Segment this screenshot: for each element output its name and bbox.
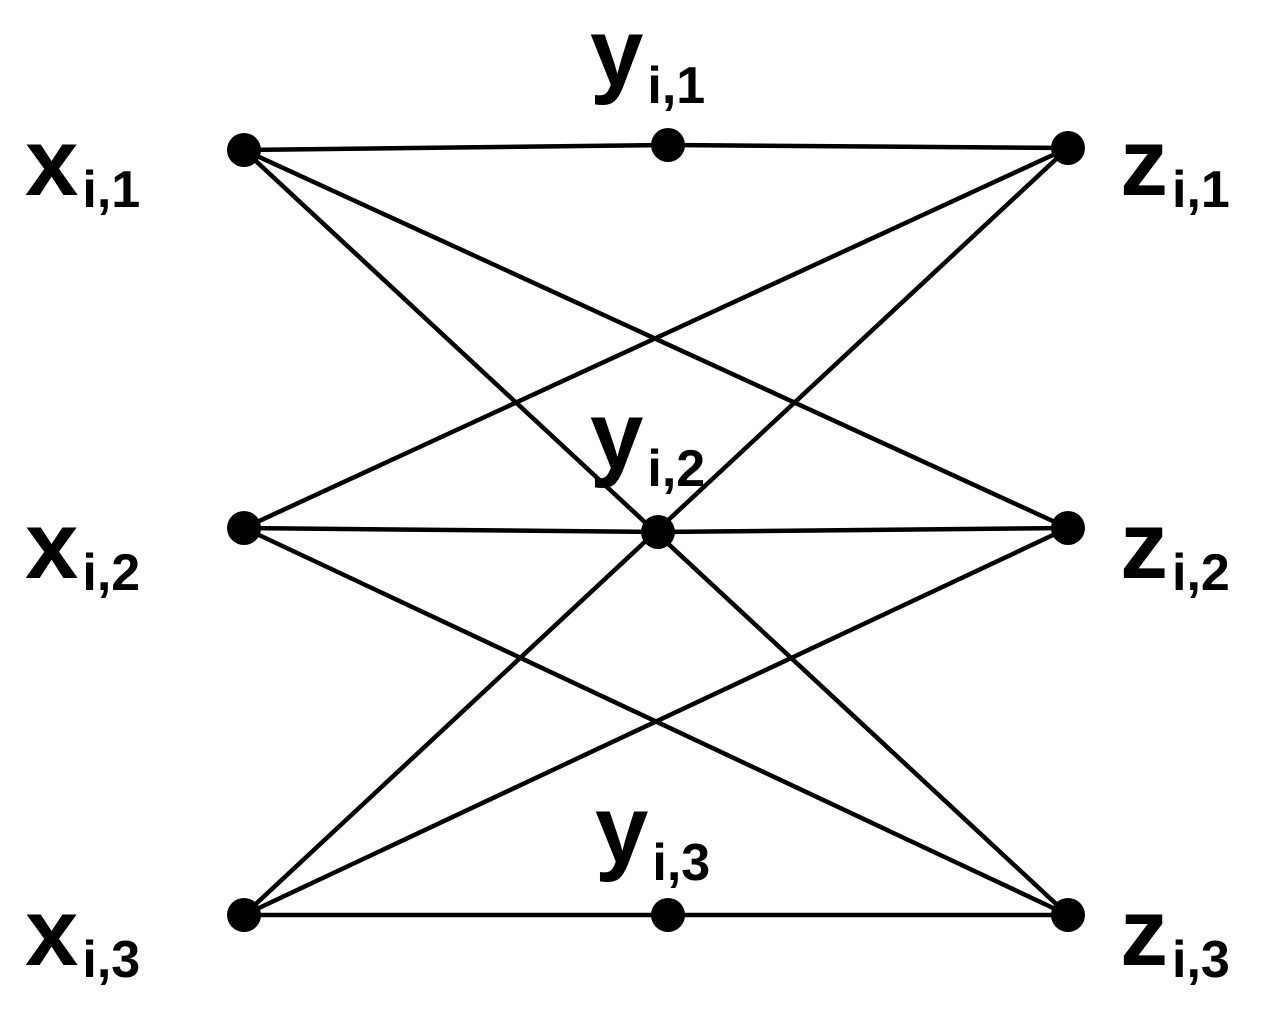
label-y3-base: y — [595, 776, 648, 883]
label-x3: xi,3 — [25, 879, 140, 989]
node-z2 — [1051, 511, 1085, 545]
label-y3: yi,3 — [595, 776, 710, 892]
label-z1-base: z — [1120, 109, 1168, 216]
nodes-layer — [227, 128, 1085, 932]
label-x2: xi,2 — [25, 492, 140, 602]
edge-x3-z2 — [241, 525, 1071, 918]
edge-y2-z2 — [655, 525, 1071, 535]
edges-layer — [241, 142, 1071, 918]
label-z3-base: z — [1120, 879, 1168, 986]
label-y2-sub: i,2 — [647, 440, 705, 498]
label-x1-sub: i,1 — [82, 161, 140, 219]
label-x1-base: x — [25, 109, 78, 216]
label-z3: zi,3 — [1120, 879, 1230, 989]
edge-x2-y2 — [241, 525, 661, 535]
label-x3-base: x — [25, 879, 78, 986]
label-y1-base: y — [590, 0, 643, 106]
node-x2 — [227, 511, 261, 545]
label-y2-base: y — [590, 382, 643, 489]
label-z1-sub: i,1 — [1172, 161, 1230, 219]
label-z3-sub: i,3 — [1172, 931, 1230, 989]
label-x2-base: x — [25, 492, 78, 599]
label-y3-sub: i,3 — [652, 834, 710, 892]
node-y1 — [651, 128, 685, 162]
node-z3 — [1051, 898, 1085, 932]
edge-x1-y1 — [241, 142, 671, 153]
label-z1: zi,1 — [1120, 109, 1230, 219]
label-y1-sub: i,1 — [647, 57, 705, 115]
label-y1: yi,1 — [590, 0, 705, 115]
label-x3-sub: i,3 — [82, 931, 140, 989]
label-y2: yi,2 — [590, 382, 705, 498]
label-z2: zi,2 — [1120, 492, 1230, 602]
node-x1 — [227, 133, 261, 167]
node-z1 — [1051, 131, 1085, 165]
label-x2-sub: i,2 — [82, 544, 140, 602]
label-z2-base: z — [1120, 492, 1168, 599]
node-y3 — [651, 898, 685, 932]
node-y2 — [641, 515, 675, 549]
node-x3 — [227, 898, 261, 932]
label-z2-sub: i,2 — [1172, 544, 1230, 602]
edge-x2-z1 — [241, 145, 1071, 531]
label-x1: xi,1 — [25, 109, 140, 219]
edge-y1-z1 — [665, 142, 1071, 151]
